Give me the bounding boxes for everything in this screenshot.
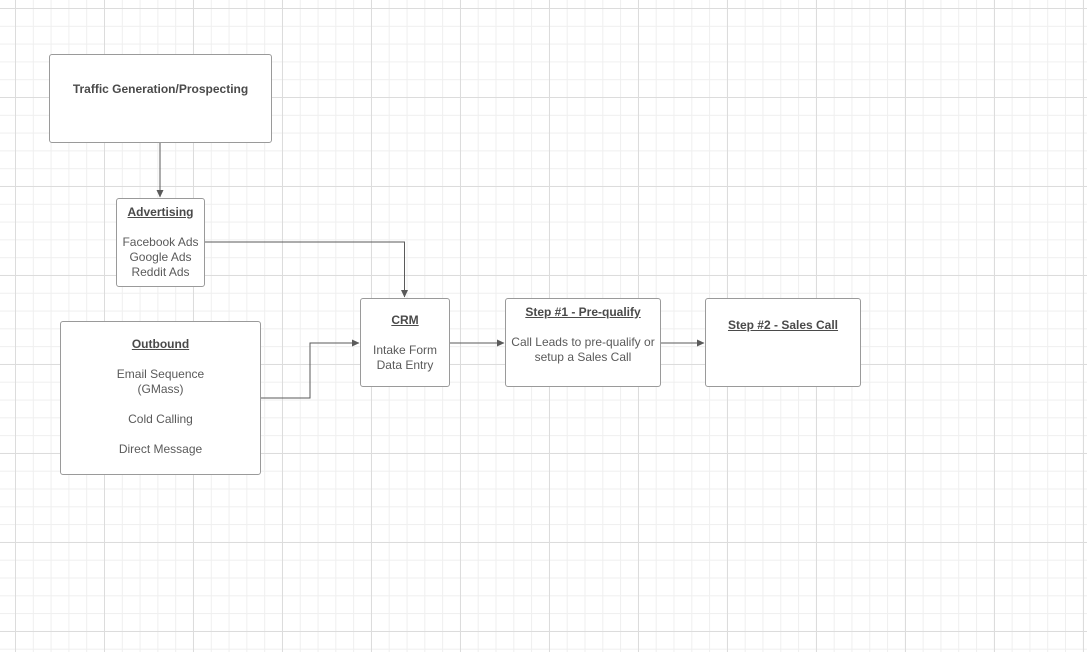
advertising-item: Facebook Ads — [122, 235, 199, 249]
outbound-item: Cold Calling — [128, 412, 193, 426]
outbound-title: Outbound — [131, 337, 190, 351]
step2-sales-call-box[interactable]: Step #2 - Sales Call — [705, 298, 861, 387]
crm-list: Intake Form Data Entry — [361, 343, 449, 373]
connector-outbound-to-crm[interactable] — [261, 339, 360, 399]
advertising-item: Reddit Ads — [131, 265, 190, 279]
step2-title: Step #2 - Sales Call — [727, 318, 839, 332]
crm-item: Data Entry — [376, 358, 434, 372]
crm-item: Intake Form — [372, 343, 438, 357]
advertising-item: Google Ads — [129, 250, 192, 264]
advertising-box[interactable]: Advertising Facebook Ads Google Ads Redd… — [116, 198, 205, 287]
connector-advertising-to-crm[interactable] — [205, 241, 408, 298]
outbound-item: Direct Message — [118, 442, 203, 456]
outbound-item: Email Sequence — [116, 367, 205, 381]
traffic-generation-title: Traffic Generation/Prospecting — [72, 82, 249, 96]
advertising-title: Advertising — [127, 205, 194, 219]
traffic-generation-box[interactable]: Traffic Generation/Prospecting — [49, 54, 272, 143]
step1-list: Call Leads to pre-qualify or setup a Sal… — [506, 335, 660, 365]
step1-title: Step #1 - Pre-qualify — [525, 305, 641, 319]
advertising-list: Facebook Ads Google Ads Reddit Ads — [117, 235, 204, 280]
crm-box[interactable]: CRM Intake Form Data Entry — [360, 298, 450, 387]
step1-item: Call Leads to pre-qualify or — [511, 335, 655, 349]
step1-item: setup a Sales Call — [534, 350, 632, 364]
step1-prequalify-box[interactable]: Step #1 - Pre-qualify Call Leads to pre-… — [505, 298, 661, 387]
outbound-list: Email Sequence (GMass) Cold Calling Dire… — [61, 367, 260, 457]
outbound-box[interactable]: Outbound Email Sequence (GMass) Cold Cal… — [60, 321, 261, 475]
outbound-item: (GMass) — [137, 382, 184, 396]
crm-title: CRM — [391, 313, 419, 327]
